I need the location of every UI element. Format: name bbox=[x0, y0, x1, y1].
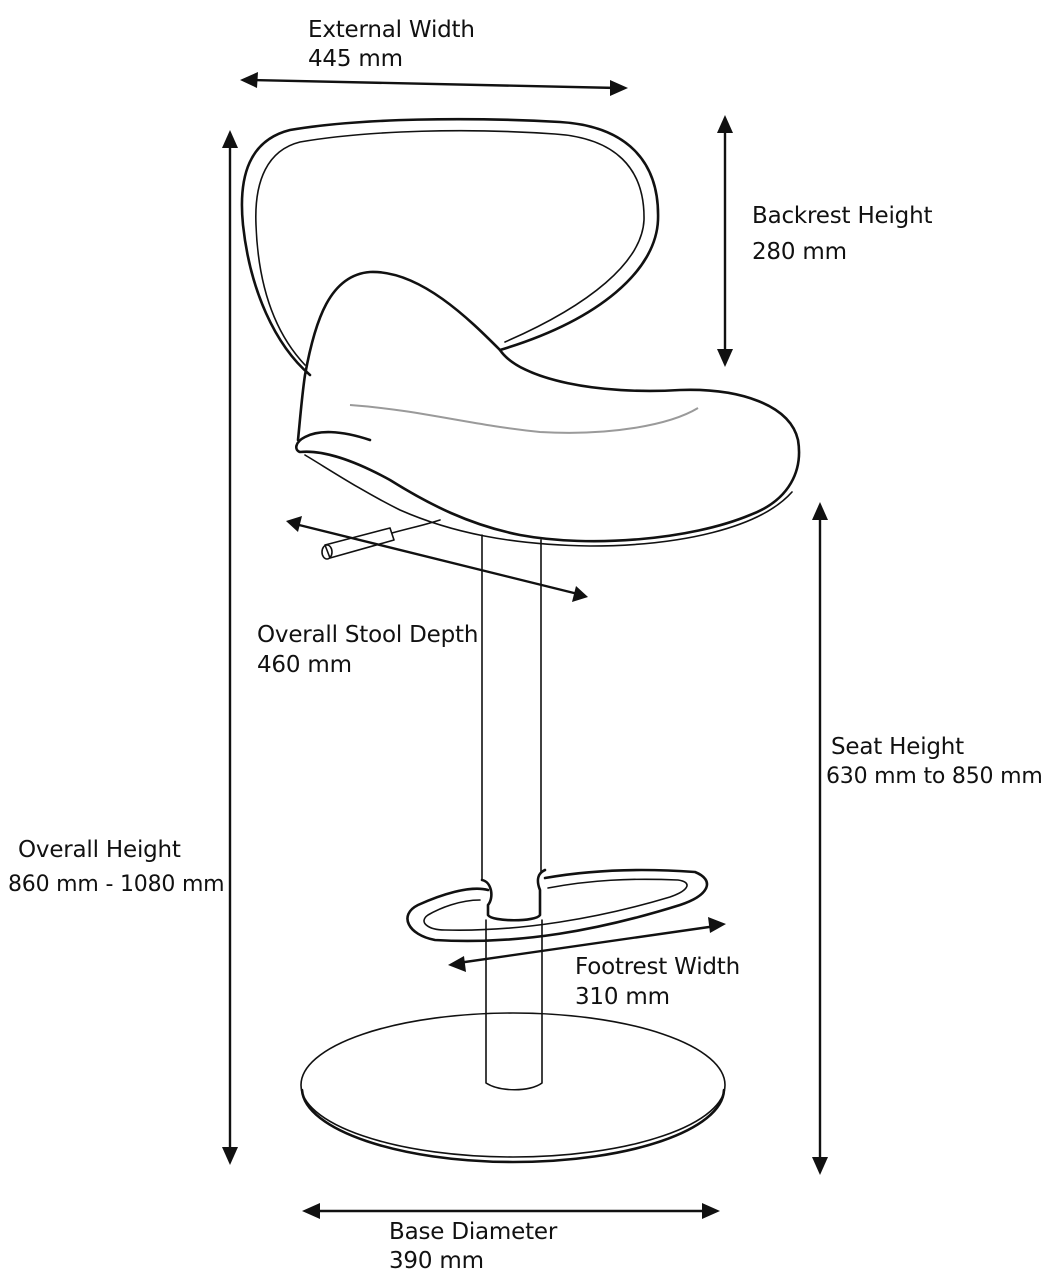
external-width-title: External Width bbox=[308, 17, 475, 43]
footrest bbox=[406, 868, 709, 943]
backrest-height-title: Backrest Height bbox=[752, 203, 933, 229]
backrest bbox=[240, 117, 660, 442]
base-diameter-value: 390 mm bbox=[389, 1248, 484, 1274]
base-diameter-title: Base Diameter bbox=[389, 1219, 558, 1245]
seat-height-value: 630 mm to 850 mm bbox=[826, 764, 1043, 789]
seat-height-arrow bbox=[812, 502, 828, 1175]
overall-height-value: 860 mm - 1080 mm bbox=[8, 872, 225, 897]
seat bbox=[295, 348, 801, 547]
backrest-height-value: 280 mm bbox=[752, 239, 847, 265]
overall-height-title: Overall Height bbox=[18, 837, 181, 863]
stool-depth-value: 460 mm bbox=[257, 652, 352, 678]
stool-depth-title: Overall Stool Depth bbox=[257, 622, 479, 648]
overall-height-arrow bbox=[222, 130, 238, 1165]
footrest-width-value: 310 mm bbox=[575, 984, 670, 1010]
external-width-value: 445 mm bbox=[308, 46, 403, 72]
base-diameter-arrow bbox=[302, 1203, 720, 1219]
column bbox=[481, 534, 543, 1091]
footrest-width-title: Footrest Width bbox=[575, 954, 741, 980]
external-width-arrow bbox=[240, 72, 628, 96]
footrest-width-arrow bbox=[448, 917, 726, 972]
stool-depth-arrow bbox=[286, 516, 588, 602]
dimension-arrows bbox=[222, 72, 828, 1219]
base bbox=[300, 1012, 726, 1164]
gas-lever bbox=[321, 519, 441, 560]
backrest-height-arrow bbox=[717, 115, 733, 367]
seat-height-title: Seat Height bbox=[831, 734, 965, 760]
